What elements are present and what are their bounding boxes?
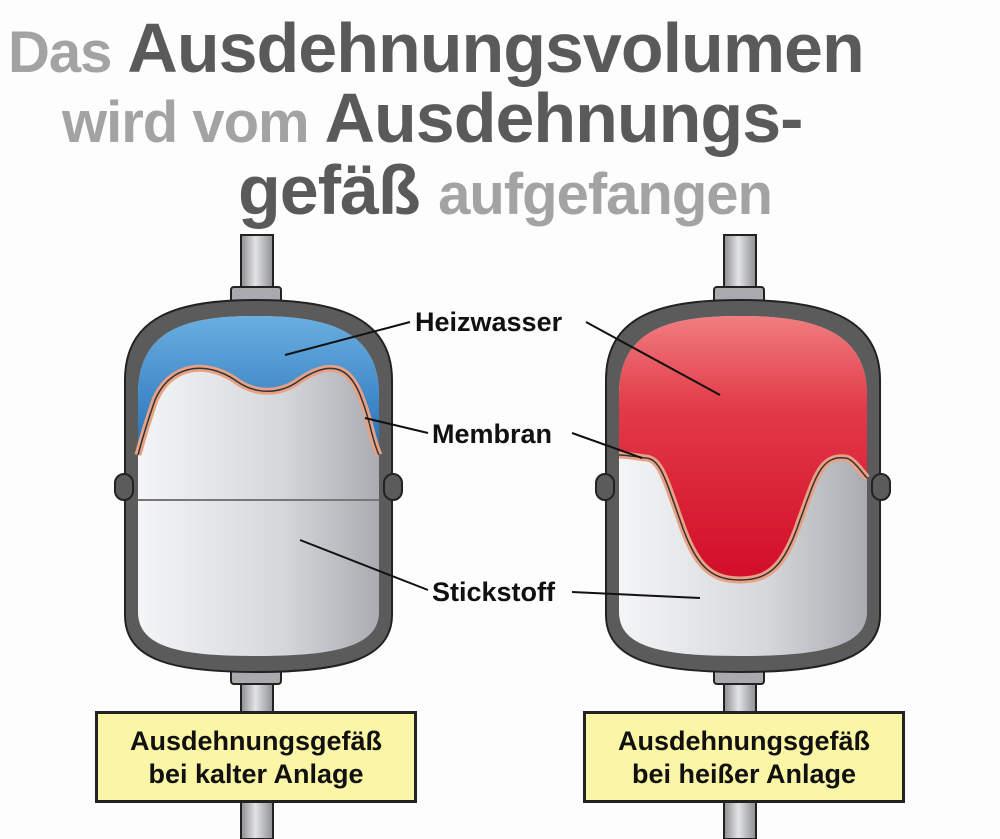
caption-cold: Ausdehnungsgefäß bei kalter Anlage: [95, 711, 417, 803]
leader-heizwasser-left: [284, 321, 411, 356]
leader-heizwasser-right: [585, 321, 721, 396]
title-word: Ausdehnungsvolumen: [127, 9, 864, 87]
shell-seam-right: [383, 473, 403, 501]
leader-membran-left: [364, 417, 429, 434]
label-stickstoff: Stickstoff: [432, 577, 556, 607]
shell-seam-right: [871, 473, 891, 501]
top-pipe: [240, 234, 274, 296]
caption-line: Ausdehnungsgefäß: [617, 726, 870, 756]
title-word: gefäß: [238, 151, 421, 229]
membrane-outline: [137, 367, 380, 456]
leader-stickstoff-right: [571, 591, 701, 599]
title-word: wird vom: [62, 90, 310, 155]
heating-water-cold: [138, 316, 379, 455]
label-heizwasser: Heizwasser: [415, 307, 563, 337]
title-word: aufgefangen: [438, 162, 773, 227]
label-membran: Membran: [432, 419, 553, 449]
top-pipe: [723, 234, 757, 296]
leader-lines: [284, 321, 721, 599]
vessel-hot: [595, 234, 891, 839]
leader-stickstoff-left: [299, 539, 429, 591]
title-line-1: Das Ausdehnungsvolumen: [8, 8, 865, 88]
leader-membran-right: [571, 432, 643, 459]
membrane-outline: [618, 454, 868, 581]
caption-hot: Ausdehnungsgefäß bei heißer Anlage: [583, 711, 905, 803]
caption-line: bei kalter Anlage: [148, 759, 364, 789]
shell-seam-left: [114, 473, 134, 501]
caption-line: Ausdehnungsgefäß: [129, 726, 382, 756]
vessel-cold: [114, 234, 403, 839]
title-word: Das: [8, 20, 112, 85]
title-line-3: gefäß aufgefangen: [238, 150, 773, 230]
nitrogen-chamber: [138, 316, 379, 656]
caption-line: bei heißer Anlage: [631, 759, 857, 789]
shell-seam-left: [595, 473, 615, 501]
title-word: Ausdehnungs-: [324, 79, 803, 157]
title-line-2: wird vom Ausdehnungs-: [62, 78, 803, 158]
